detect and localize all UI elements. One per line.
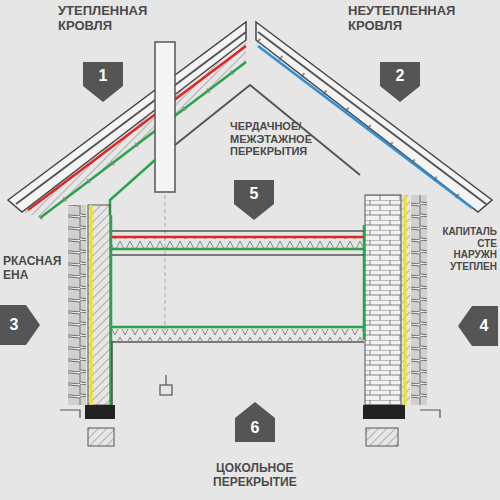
section-heading: ЦОКОЛЬНОЕ ПЕРЕКРЫТИЕ (213, 462, 297, 490)
callout-node: РКАСНАЯ ЕНА 3 (0, 255, 60, 347)
callout-node: УТЕПЛЕННАЯ КРОВЛЯ 1 (50, 4, 170, 104)
callout-node: ЧЕРДАЧНОЕ/ МЕЖЭТАЖНОЕ ПЕРЕКРЫТИЯ 5 (222, 120, 362, 224)
callout-fill (0, 305, 40, 345)
callout-fill (458, 306, 498, 346)
callout-fill (380, 62, 420, 102)
callout-arrow: 6 (235, 402, 275, 442)
section-heading: НЕУТЕПЛЕННАЯ КРОВЛЯ (348, 4, 455, 34)
callout-node: КАПИТАЛЬ СТЕ НАРУЖН УТЕПЛЕН 4 (428, 226, 500, 346)
section-heading: РКАСНАЯ ЕНА (3, 255, 61, 283)
callout-number: 6 (243, 416, 267, 440)
section-heading: УТЕПЛЕННАЯ КРОВЛЯ (58, 4, 147, 34)
callout-fill (234, 180, 274, 220)
callout-arrow: 1 (83, 62, 123, 102)
section-heading: КАПИТАЛЬ СТЕ НАРУЖН УТЕПЛЕН (442, 226, 497, 272)
callout-number: 2 (388, 64, 412, 88)
callout-number: 4 (472, 314, 496, 338)
callout-arrow: 3 (0, 305, 40, 345)
callout-number: 1 (91, 64, 115, 88)
callout-node: ЦОКОЛЬНОЕ ПЕРЕКРЫТИЕ 6 (200, 400, 310, 498)
callout-fill (235, 402, 275, 442)
section-heading: ЧЕРДАЧНОЕ/ МЕЖЭТАЖНОЕ ПЕРЕКРЫТИЯ (230, 120, 312, 158)
callout-number: 5 (242, 182, 266, 206)
callout-number: 3 (2, 313, 26, 337)
callout-shape (0, 305, 40, 345)
callout-shape (458, 306, 498, 346)
callout-fill (83, 62, 123, 102)
callout-arrow: 4 (458, 306, 498, 346)
callout-node: НЕУТЕПЛЕННАЯ КРОВЛЯ 2 (340, 4, 470, 104)
callout-arrow: 5 (234, 180, 274, 220)
callout-arrow: 2 (380, 62, 420, 102)
